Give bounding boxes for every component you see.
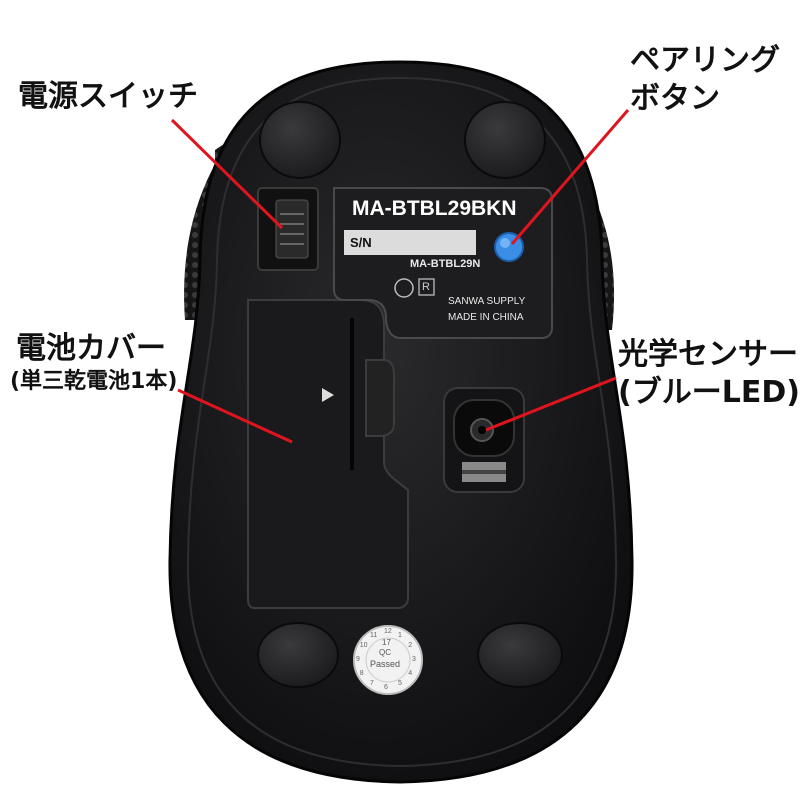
qc-month-number: 10 <box>359 642 368 649</box>
serial-field <box>344 230 476 255</box>
leader-optical-sensor <box>485 376 617 432</box>
qc-month-number: 7 <box>370 680 374 688</box>
qc-month-number: 11 <box>370 631 378 639</box>
qc-month-number: 9 <box>356 656 360 663</box>
qc-month-number: 8 <box>359 670 364 677</box>
cover-latch <box>365 359 395 437</box>
foot-pad-bottom-right <box>477 622 563 688</box>
callout-power-switch: 電源スイッチ <box>18 79 198 114</box>
qc-month-number: 3 <box>412 656 416 663</box>
battery-cover <box>247 299 409 609</box>
callout-battery-cover-line1: 電池カバー <box>16 331 166 366</box>
registered-mark: R <box>422 281 430 293</box>
qc-year: 17 <box>382 638 391 647</box>
foot-pad-top-left <box>259 101 341 179</box>
qc-month-number: 12 <box>384 628 392 635</box>
qc-status: Passed <box>370 659 401 669</box>
power-switch <box>275 199 309 259</box>
qc-label: QC <box>379 648 391 657</box>
sub-model-number: MA-BTBL29N <box>410 258 481 270</box>
callout-optical-sensor-line1: 光学センサー <box>618 337 798 372</box>
leader-pairing-button <box>510 109 630 245</box>
callout-pairing-button-line2: ボタン <box>630 81 720 116</box>
qc-month-number: 1 <box>398 631 402 639</box>
foot-pad-top-right <box>464 101 546 179</box>
callout-optical-sensor-line2: (ブルーLED) <box>618 375 800 410</box>
registered-mark-box <box>418 278 435 296</box>
qc-month-number: 4 <box>408 670 413 677</box>
leader-battery-cover <box>177 388 293 444</box>
serial-label: S/N <box>350 235 372 250</box>
origin-text: MADE IN CHINA <box>448 312 524 323</box>
leader-power-switch <box>170 118 284 230</box>
brand-name: SANWA SUPPLY <box>448 296 526 307</box>
open-arrow-icon <box>322 388 334 402</box>
foot-pad-bottom-left <box>257 622 339 688</box>
callout-pairing-button-line1: ペアリング <box>630 43 780 78</box>
qc-month-number: 5 <box>398 680 402 688</box>
cert-icon <box>394 278 414 298</box>
qc-month-number: 6 <box>384 684 388 691</box>
model-number: MA-BTBL29BKN <box>352 197 517 220</box>
qc-sticker <box>353 625 423 695</box>
qc-month-number: 2 <box>408 642 413 649</box>
callout-battery-cover-line2: (単三乾電池1本) <box>10 369 178 394</box>
